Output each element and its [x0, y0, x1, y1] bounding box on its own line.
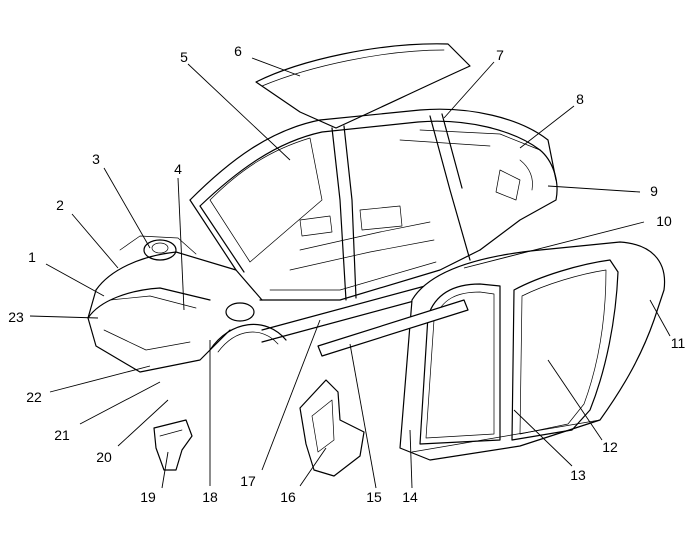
callout-numbers: 1 2 3 4 5 6 7 8 9 10 11 12 13 14 15 16 1…	[8, 43, 685, 505]
callout-13: 13	[570, 467, 586, 483]
body-in-white-drawing	[87, 108, 558, 373]
rocker-reinforcement-drawing	[317, 299, 469, 357]
body-side-outer-drawing	[399, 241, 666, 461]
hinge-pillar-drawing	[299, 379, 365, 477]
bracket-drawing	[153, 419, 193, 471]
callout-11: 11	[671, 335, 686, 351]
callout-2: 2	[56, 197, 64, 213]
callout-8: 8	[576, 91, 584, 107]
callout-10: 10	[656, 213, 672, 229]
callout-17: 17	[240, 473, 256, 489]
callout-12: 12	[602, 439, 618, 455]
callout-20: 20	[96, 449, 112, 465]
callout-6: 6	[234, 43, 242, 59]
leader-lines	[29, 57, 671, 489]
callout-23: 23	[8, 309, 24, 325]
callout-19: 19	[140, 489, 156, 505]
callout-1: 1	[28, 249, 36, 265]
callout-9: 9	[650, 183, 658, 199]
callout-5: 5	[180, 49, 188, 65]
callout-22: 22	[26, 389, 42, 405]
callout-7: 7	[496, 47, 504, 63]
callout-4: 4	[174, 161, 182, 177]
callout-21: 21	[54, 427, 70, 443]
callout-18: 18	[202, 489, 218, 505]
callout-15: 15	[366, 489, 382, 505]
callout-16: 16	[280, 489, 296, 505]
callout-14: 14	[402, 489, 418, 505]
callout-3: 3	[92, 151, 100, 167]
roof-panel-drawing	[255, 43, 471, 129]
